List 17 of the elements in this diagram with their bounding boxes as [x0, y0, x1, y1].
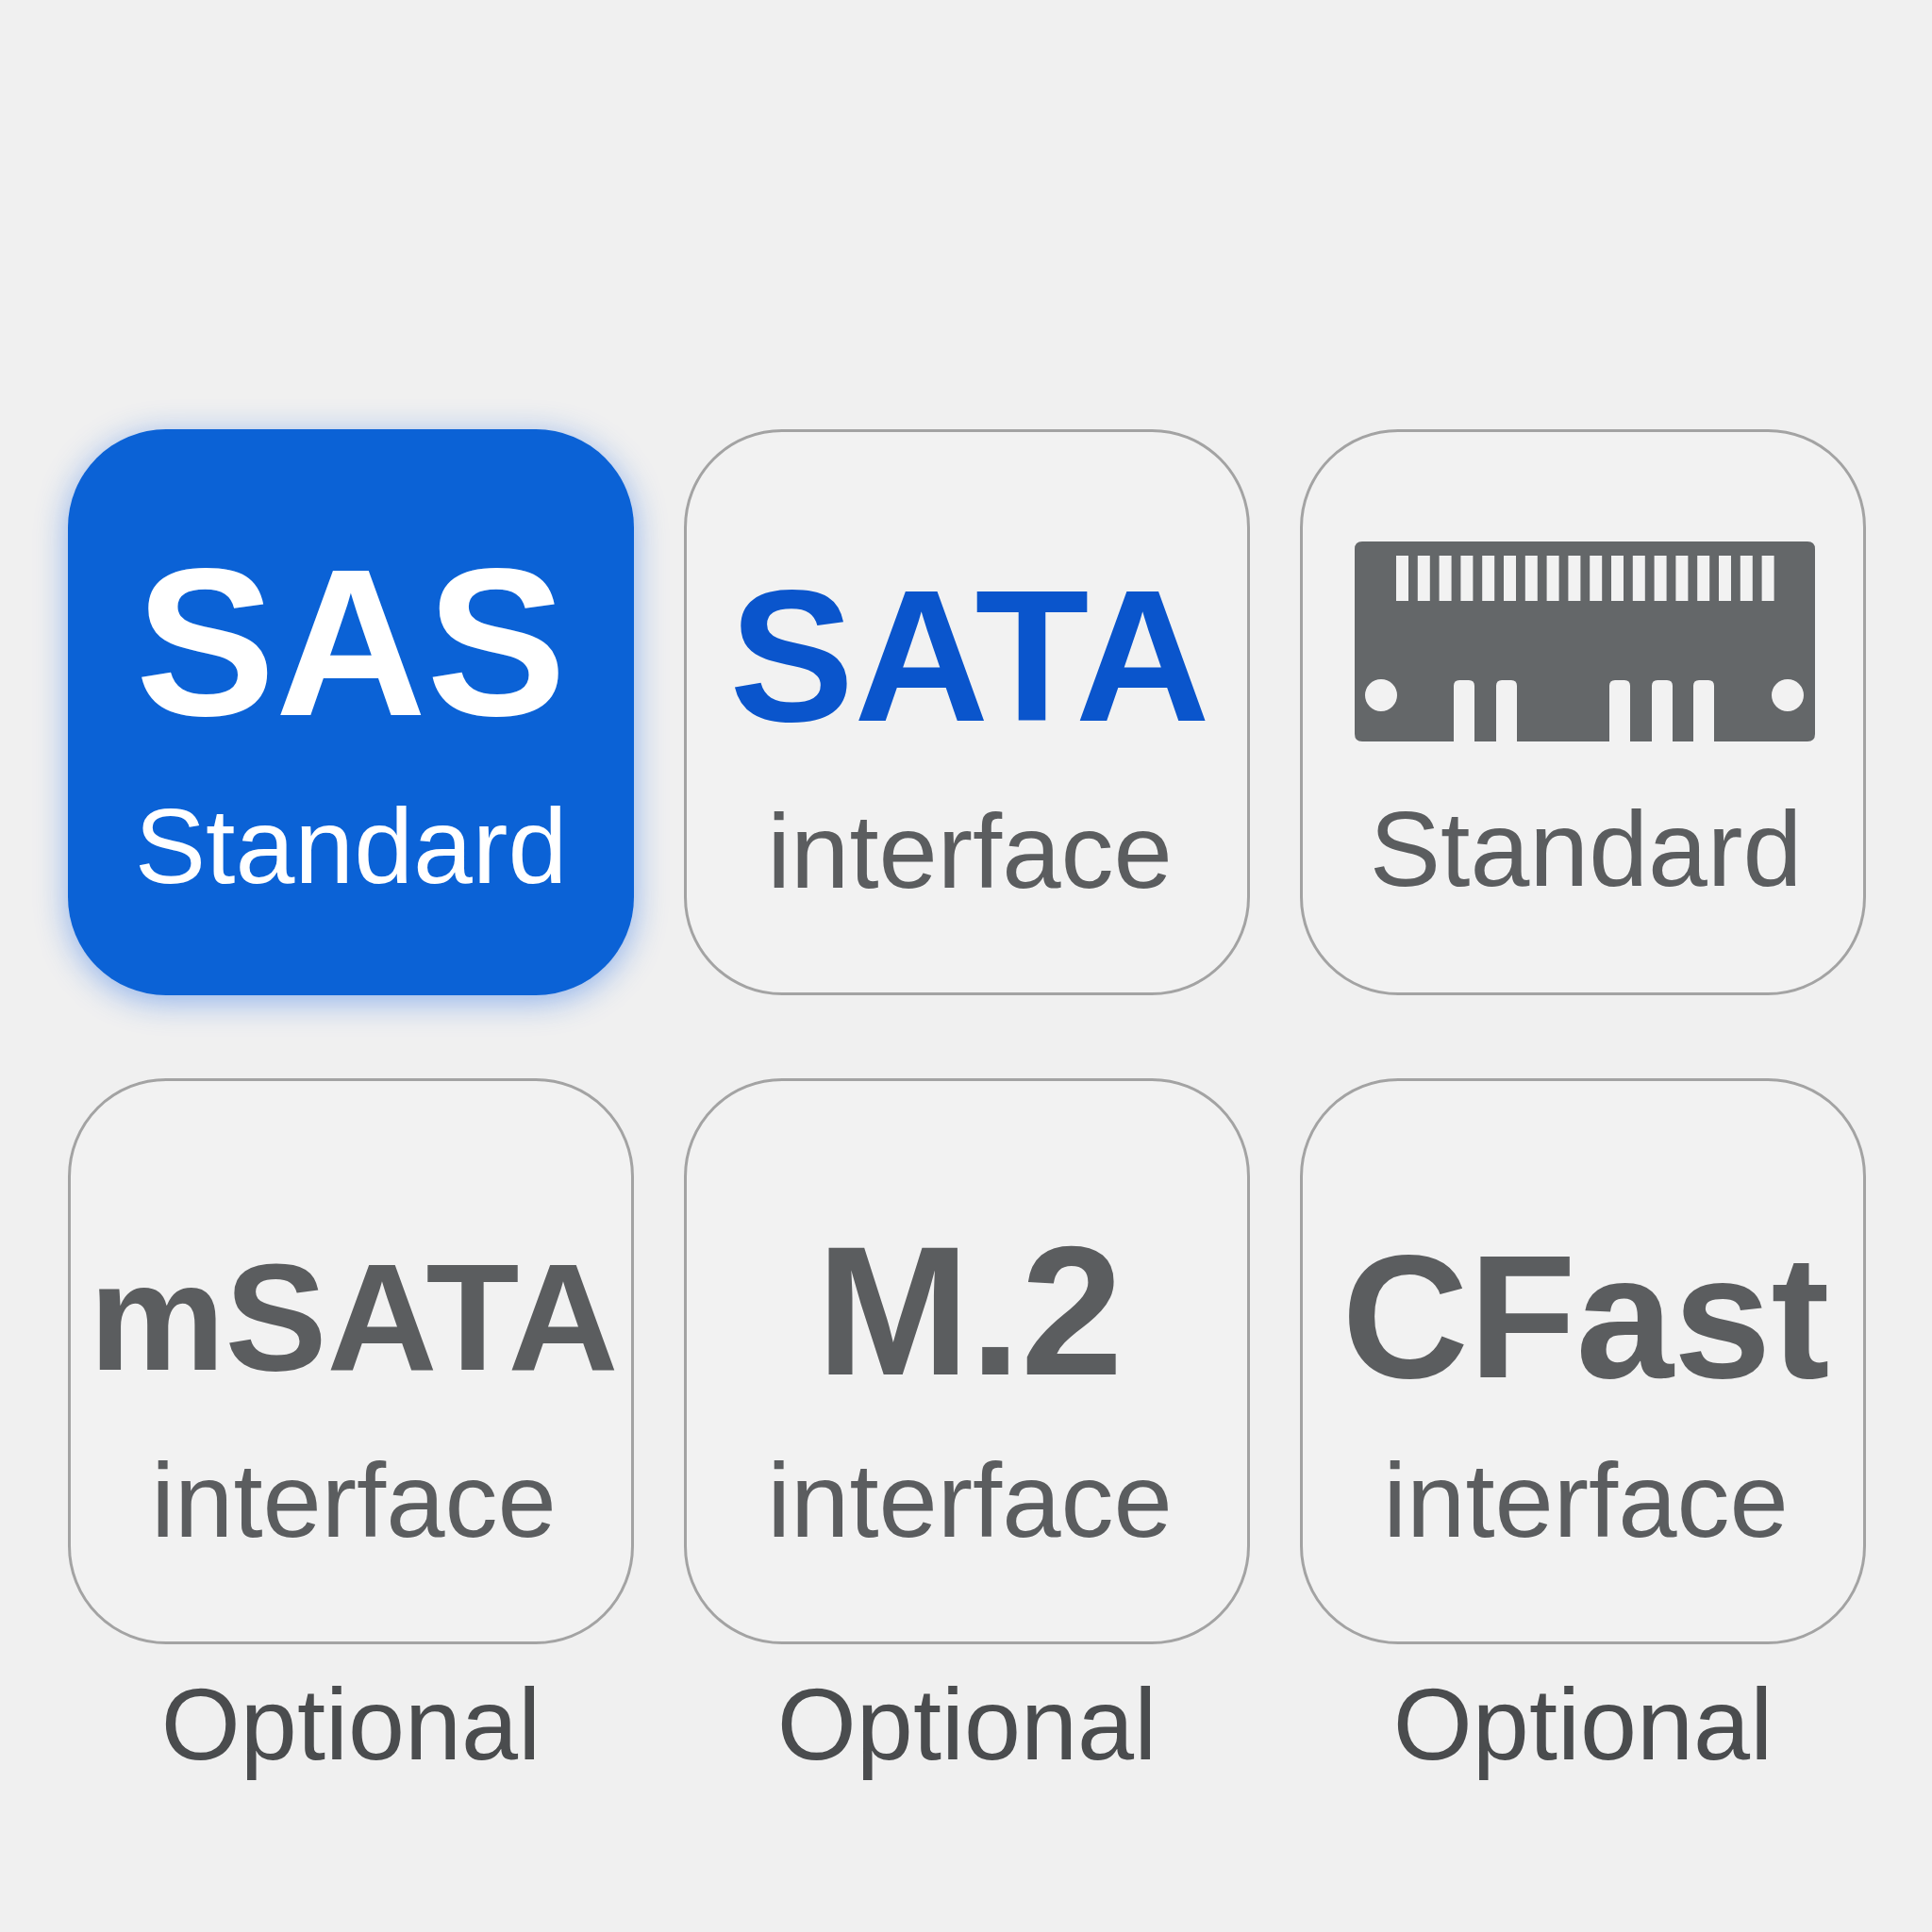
- interface-card: [1300, 429, 1866, 995]
- selected-interface-card: [68, 429, 634, 995]
- interface-subtitle: interface: [767, 799, 1173, 906]
- interface-subtitle: interface: [151, 1448, 557, 1555]
- interface-name: SAS: [135, 538, 567, 748]
- interface-name: mSATA: [89, 1240, 619, 1393]
- interface-card: [1300, 1078, 1866, 1644]
- interface-name: SATA: [729, 562, 1210, 750]
- interface-card: [684, 429, 1250, 995]
- interface-subtitle: Standard: [134, 792, 568, 900]
- interface-subtitle: interface: [767, 1448, 1173, 1555]
- interface-name: CFast: [1341, 1228, 1830, 1405]
- interface-subtitle: Standard: [1369, 795, 1803, 903]
- interface-name: M.2: [816, 1219, 1124, 1404]
- interface-subtitle: interface: [1383, 1448, 1789, 1555]
- interface-card: [68, 1078, 634, 1644]
- interface-card: [684, 1078, 1250, 1644]
